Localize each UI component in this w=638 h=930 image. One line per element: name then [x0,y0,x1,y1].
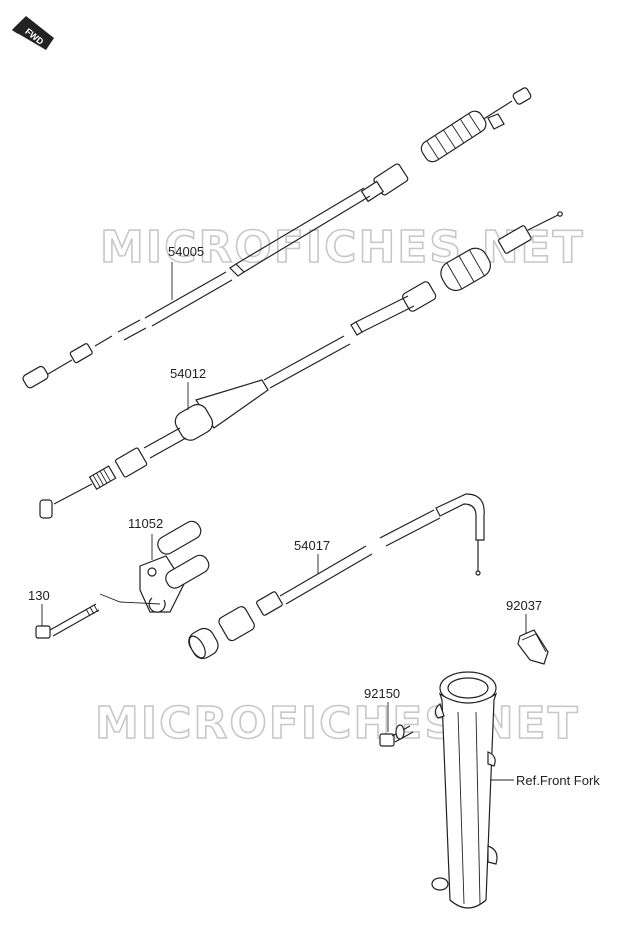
bracket-11052 [139,520,210,613]
reference-label: Ref.Front Fork [516,773,600,788]
bolt-92150 [379,724,414,747]
front-fork [431,671,498,909]
fwd-arrow-icon: FWD [12,16,54,50]
part-number-label: 92150 [364,686,400,701]
part-number-label: 92037 [506,598,542,613]
part-number-label: 54017 [294,538,330,553]
leader-11052-bolt [99,593,161,605]
clutch-cable-54005 [22,87,532,389]
clamp-92037 [517,629,549,665]
cable-54012 [39,211,563,519]
bolt-130 [35,603,100,639]
part-number-label: 130 [28,588,50,603]
part-number-label: 54005 [168,244,204,259]
cable-54017 [188,493,485,660]
part-number-label: 54012 [170,366,206,381]
part-number-label: 11052 [128,516,163,531]
watermark-bottom: MICROFICHES.NET [95,698,580,749]
